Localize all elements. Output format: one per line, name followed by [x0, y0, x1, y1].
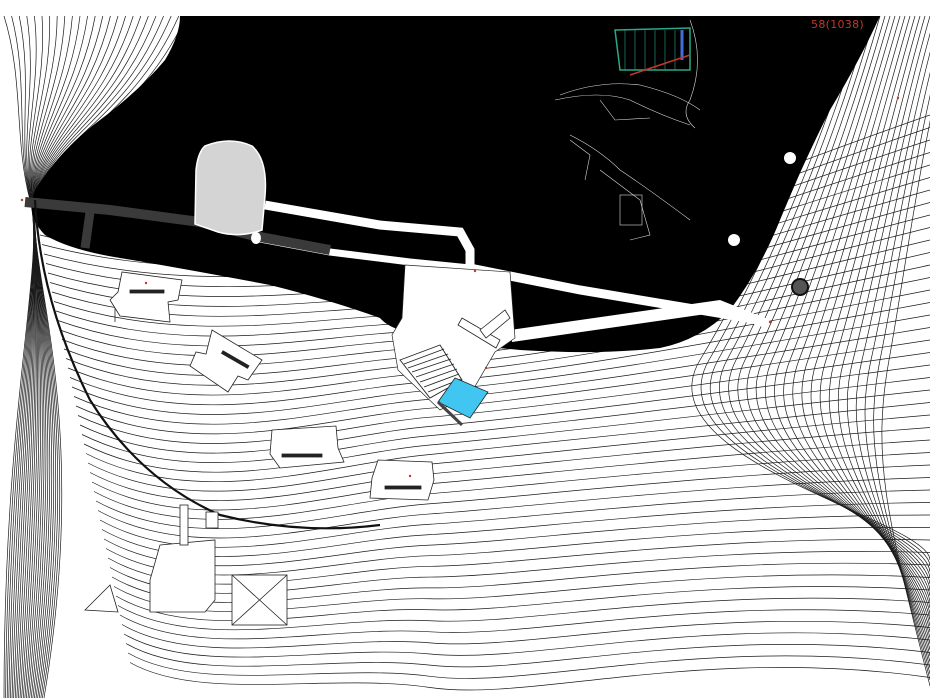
gray-building-block [194, 140, 267, 236]
contour-line [77, 352, 930, 444]
gray-block-dome [251, 232, 261, 244]
quay-stub [80, 211, 95, 249]
contour-line [95, 464, 930, 530]
swimming-pool [437, 377, 489, 419]
contour-line [79, 364, 930, 454]
contour-line [119, 609, 930, 640]
contour-line [109, 551, 930, 594]
contour-line [89, 427, 930, 501]
contour-line [709, 15, 930, 573]
contour-line [719, 15, 930, 579]
contour-line [846, 32, 930, 663]
contour-line [97, 477, 930, 539]
contour-line [83, 389, 930, 473]
contour-line [87, 414, 930, 492]
contour-line [873, 94, 930, 681]
buoy-icon [728, 234, 740, 246]
contour-line [837, 15, 930, 657]
contour-line [113, 574, 930, 612]
mooring-post-icon [791, 278, 809, 296]
contour-line [123, 632, 930, 658]
central-stairs [399, 344, 463, 399]
water-body [31, 16, 880, 353]
contour-line [127, 652, 930, 679]
house-1 [109, 271, 183, 323]
contour-line [819, 15, 930, 645]
sheet-number-label: 58(1038) [811, 18, 864, 31]
promenade-path [264, 200, 761, 325]
house-3 [269, 425, 345, 469]
house-4 [369, 459, 435, 501]
contour-line [115, 586, 930, 621]
contour-line [111, 562, 930, 603]
contour-line [117, 597, 930, 631]
contour-line [121, 620, 930, 649]
lower-structures [84, 504, 288, 626]
pier-ramp-2 [479, 309, 511, 339]
perspective-sketch-icon [554, 19, 701, 241]
coastal-road [33, 199, 381, 530]
map-markers [20, 96, 900, 478]
contour-line [829, 15, 930, 651]
contour-line [129, 662, 930, 691]
contour-line [728, 15, 930, 585]
contour-line [125, 643, 930, 668]
contour-line [737, 15, 930, 591]
contour-line [864, 71, 930, 675]
house-2 [189, 329, 263, 393]
contour-line [105, 526, 930, 576]
contour-line [107, 539, 930, 585]
contour-line [81, 377, 930, 463]
pool-edge [436, 400, 464, 427]
contour-line [855, 51, 930, 669]
buoy-icon [784, 152, 796, 164]
